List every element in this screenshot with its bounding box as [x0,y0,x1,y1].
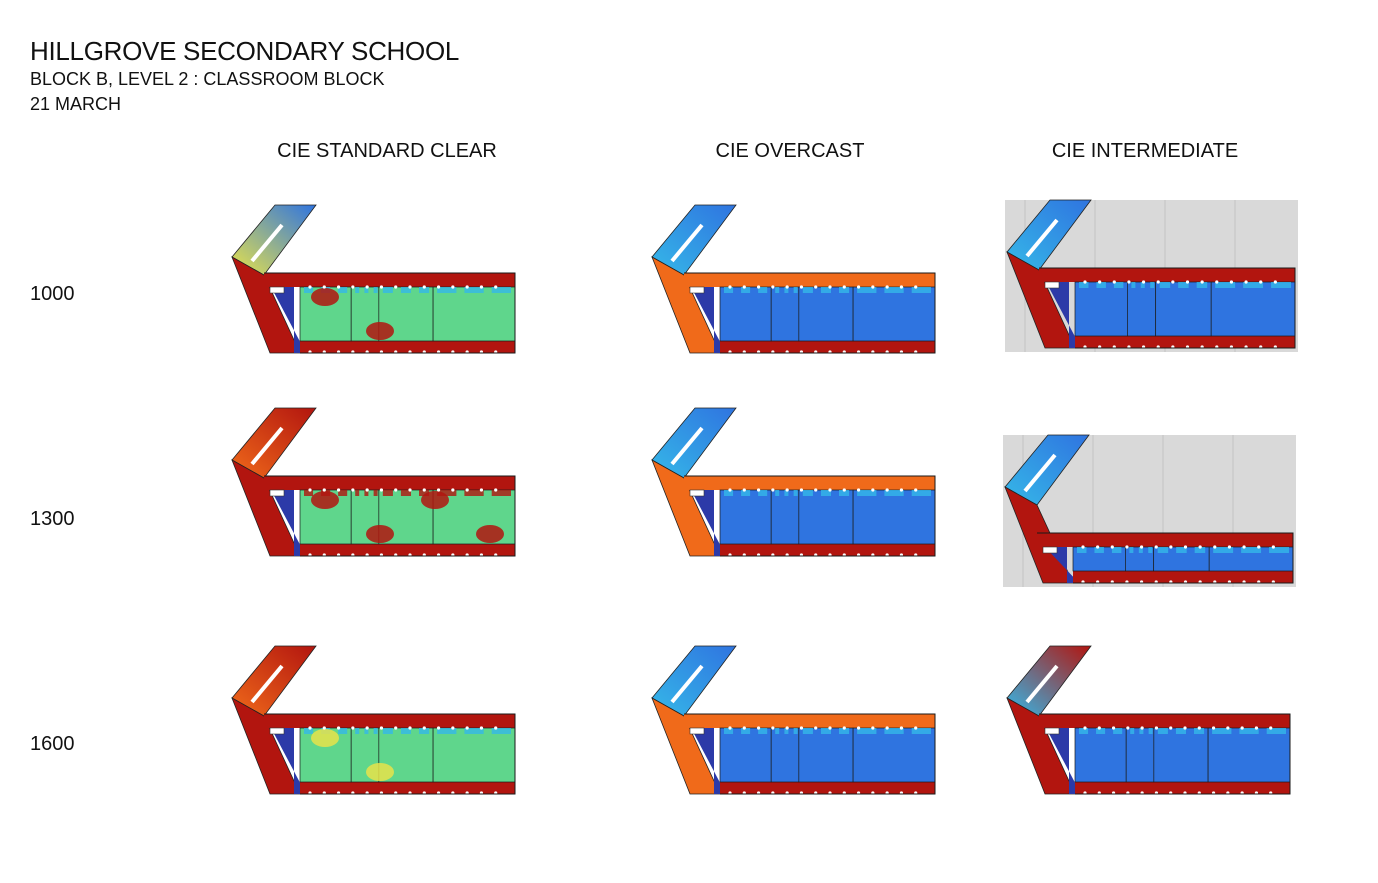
classroom [1127,281,1157,337]
classroom [719,489,772,545]
classroom [852,727,936,783]
daylight-plan-overcast-1600 [651,645,936,795]
column-header-intermediate: CIE INTERMEDIATE [1051,140,1239,162]
shaded-triangle [1045,726,1081,794]
corridor-north [684,476,935,490]
shaded-triangle [270,488,306,556]
corridor-south [300,782,515,794]
daylight-plan-clear-1000 [231,204,516,354]
corridor-south [300,341,515,353]
classroom [852,286,936,342]
classroom [798,727,854,783]
corridor-south [300,544,515,556]
classroom [719,727,772,783]
daylight-plan-intermediate-1300 [1003,434,1296,587]
corridor-south [720,782,935,794]
classroom [770,489,800,545]
corridor-south [1075,336,1295,348]
corridor-north [684,714,935,728]
corridor-south [1073,571,1293,583]
heat-spot [311,729,339,747]
classroom [719,286,772,342]
corridor-north [1039,268,1295,282]
classroom [1074,727,1127,783]
corridor-south [720,341,935,353]
classroom [798,286,854,342]
daylight-plan-clear-1300 [231,407,516,557]
shaded-triangle [690,726,726,794]
row-label-1000: 1000 [30,283,75,305]
column-header-standard-clear: CIE STANDARD CLEAR [277,140,497,162]
heat-spot [366,525,394,543]
daylight-plan-overcast-1300 [651,407,936,557]
classroom [798,489,854,545]
corridor-south [1075,782,1290,794]
corridor-north [1037,533,1293,547]
shaded-triangle [1043,545,1079,583]
shaded-triangle [1045,280,1081,348]
heat-spot [311,288,339,306]
corridor-south [720,544,935,556]
classroom [852,489,936,545]
daylight-plan-clear-1600 [231,645,516,795]
shaded-triangle [270,726,306,794]
row-label-1600: 1600 [30,733,75,755]
classroom [1207,727,1291,783]
corridor-north [264,714,515,728]
classroom [432,286,516,342]
classroom [1125,727,1155,783]
classroom [1155,281,1212,337]
classroom [1153,727,1209,783]
daylight-plan-overcast-1000 [651,204,936,354]
page-title: HILLGROVE SECONDARY SCHOOL [30,36,460,66]
daylight-plan-intermediate-1000 [1005,199,1298,352]
classroom [1074,281,1128,337]
classroom [432,727,516,783]
page-date: 21 MARCH [30,94,122,114]
classroom [770,286,800,342]
heat-spot [366,322,394,340]
corridor-north [1039,714,1290,728]
corridor-north [264,476,515,490]
shaded-triangle [270,285,306,353]
corridor-north [684,273,935,287]
heat-spot [366,763,394,781]
row-label-1300: 1300 [30,508,75,530]
heat-spot [421,491,449,509]
corridor-north [264,273,515,287]
page-subtitle: BLOCK B, LEVEL 2 : CLASSROOM BLOCK [30,69,385,89]
shaded-triangle [690,285,726,353]
column-header-overcast: CIE OVERCAST [715,140,865,162]
daylight-plan-intermediate-1600 [1006,645,1291,795]
classroom [770,727,800,783]
shaded-triangle [690,488,726,556]
heat-spot [476,525,504,543]
heat-spot [311,491,339,509]
classroom [1210,281,1296,337]
